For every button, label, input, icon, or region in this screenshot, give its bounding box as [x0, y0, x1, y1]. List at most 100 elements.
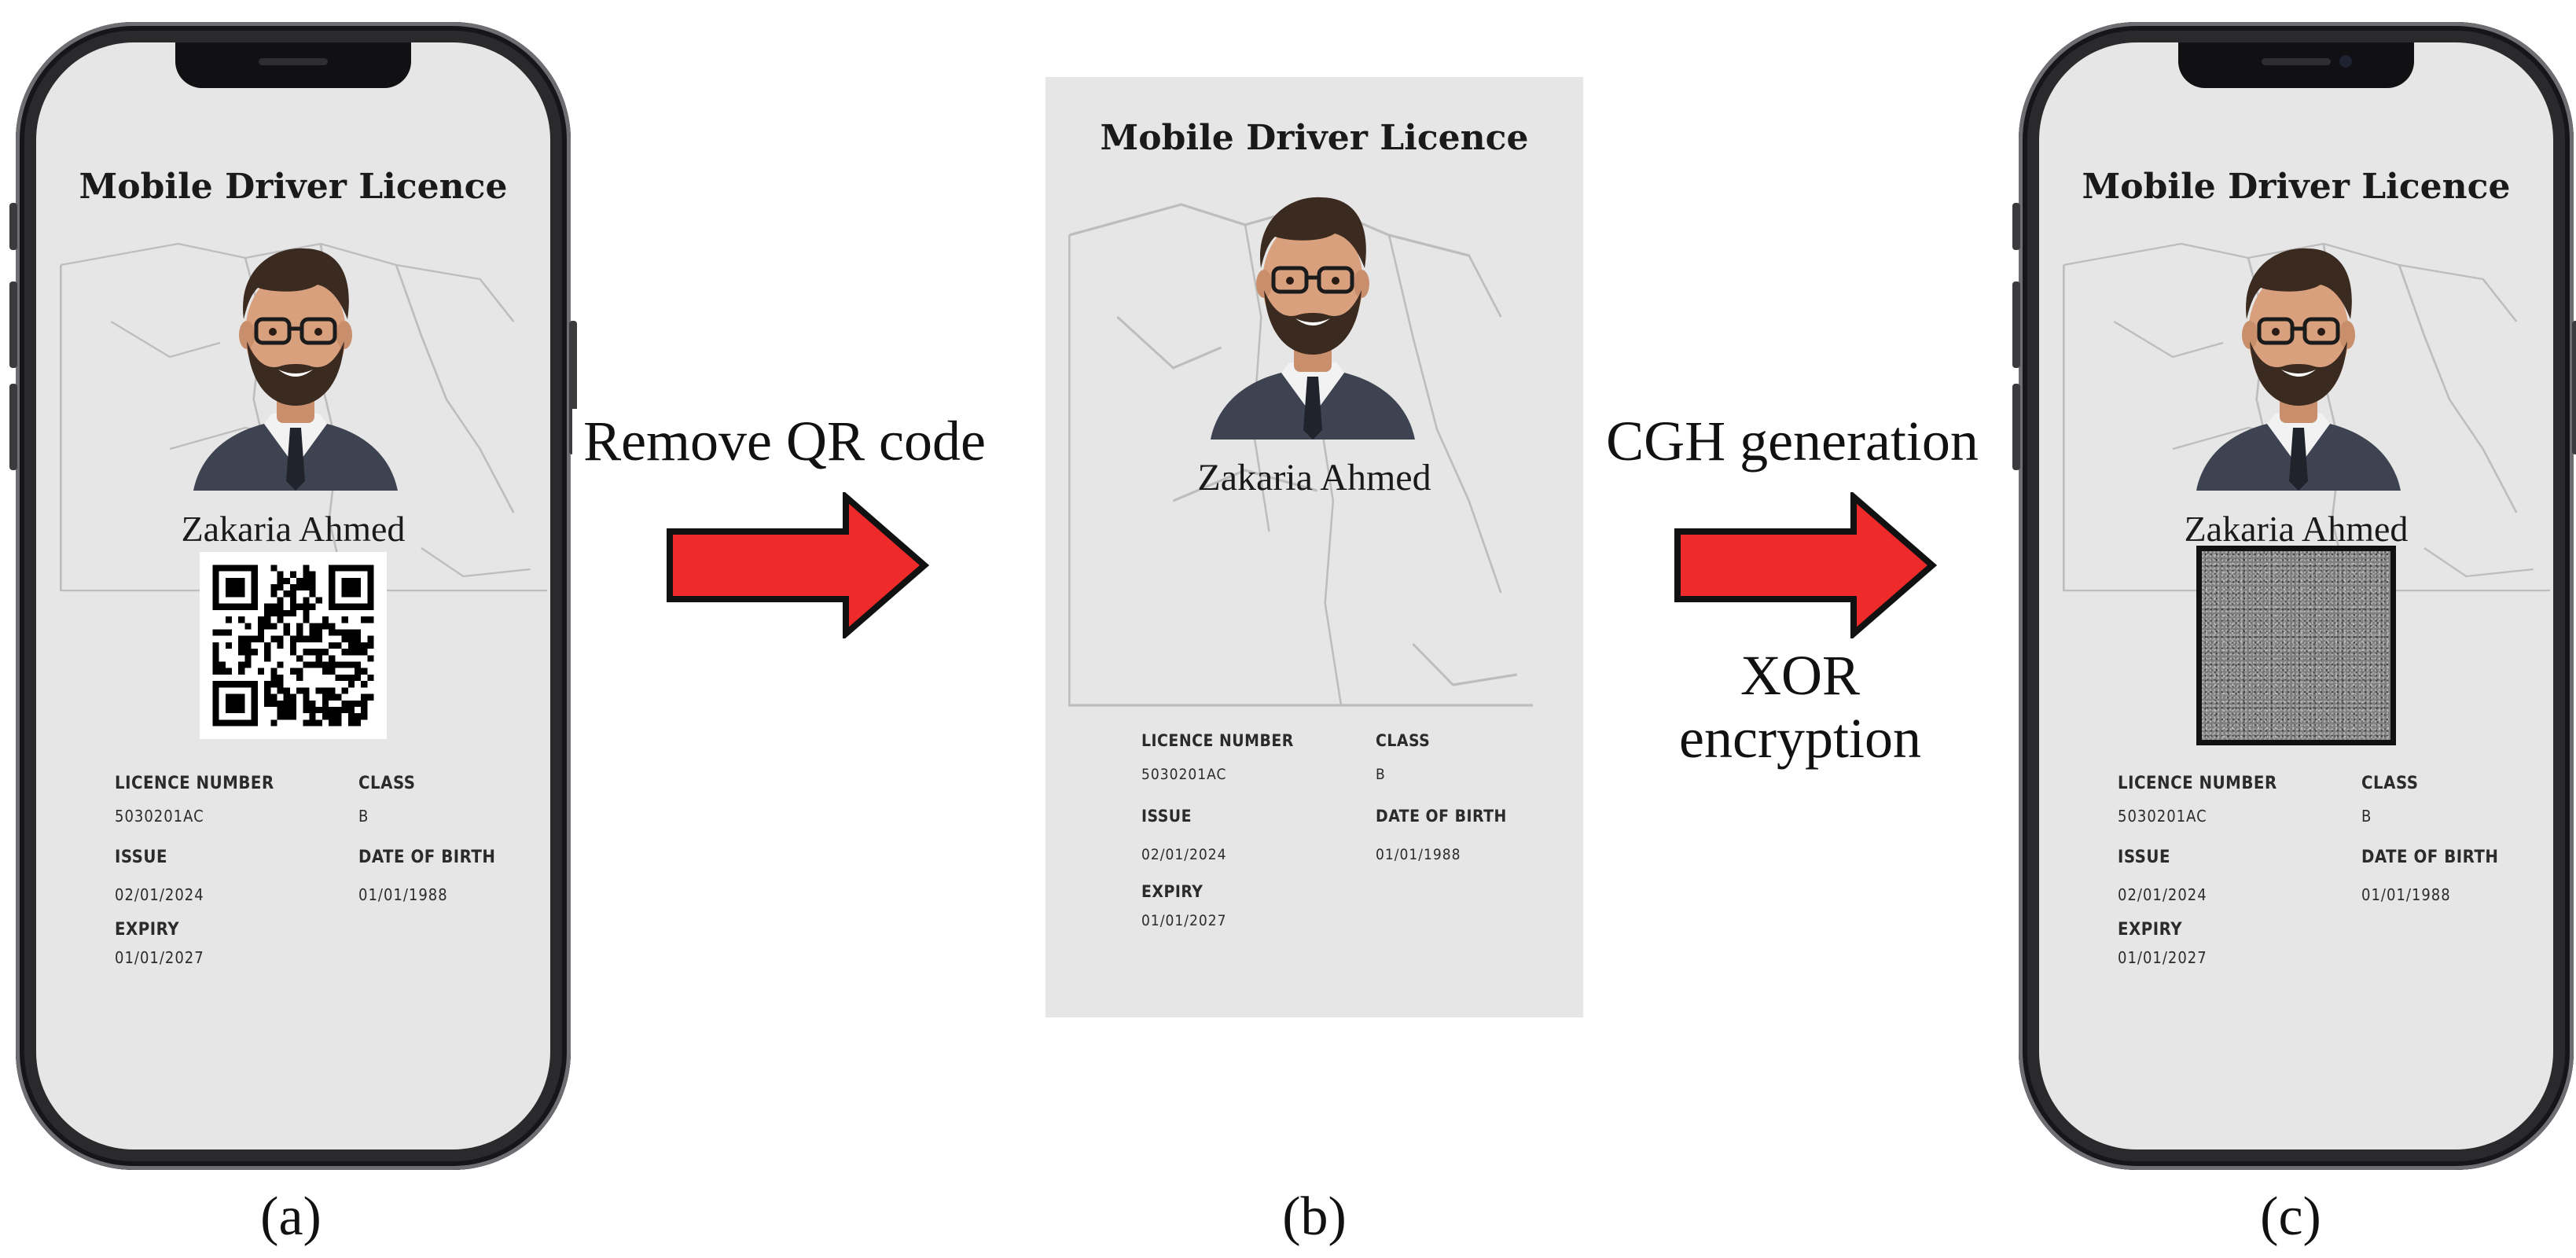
portrait-avatar [1211, 197, 1415, 440]
eye [2317, 328, 2325, 336]
dob-label: DATE OF BIRTH [358, 848, 496, 867]
map-border-line [1387, 234, 1502, 594]
map-border-line [1412, 642, 1517, 686]
expiry-label: EXPIRY [115, 920, 180, 940]
qr-code [200, 552, 387, 739]
class-value: B [358, 807, 369, 826]
face [1262, 218, 1363, 347]
glasses-right [2302, 317, 2340, 345]
map-border-line [2423, 547, 2534, 578]
smile [2281, 370, 2316, 377]
map-border-line [1244, 224, 1270, 532]
card-title: Mobile Driver Licence [1100, 118, 1529, 158]
step-cgh-generation-label: CGH generation [1596, 409, 1989, 474]
class-value: B [2361, 807, 2372, 826]
map-border-line [110, 321, 221, 359]
speaker [259, 58, 328, 65]
smile [278, 370, 313, 377]
volume-up-button [9, 281, 17, 368]
ear [2242, 321, 2258, 349]
eye [2272, 328, 2280, 336]
notch [2178, 42, 2414, 88]
licence-number-value: 5030201AC [115, 807, 204, 826]
ear [2339, 321, 2355, 349]
issue-label: ISSUE [2118, 848, 2170, 867]
licence-number-label: LICENCE NUMBER [115, 774, 274, 793]
class-value: B [1376, 766, 1386, 783]
class-label: CLASS [358, 774, 416, 793]
step-encryption-label: encryption [1651, 706, 1949, 771]
holder-name: Zakaria Ahmed [2184, 509, 2409, 549]
licence-number-label: LICENCE NUMBER [2118, 774, 2277, 793]
step-xor-label: XOR [1682, 643, 1918, 708]
issue-value: 02/01/2024 [2118, 885, 2207, 904]
right-arrow-icon [1674, 492, 1937, 638]
tie [286, 428, 305, 491]
jacket [2196, 424, 2401, 491]
eye [269, 328, 277, 336]
card-title: Mobile Driver Licence [79, 167, 508, 207]
hair [1260, 197, 1366, 268]
map-border-line [1068, 235, 1533, 707]
caption-a: (a) [260, 1186, 322, 1247]
glasses-left [254, 317, 292, 345]
map-border-line [2398, 264, 2518, 513]
face [245, 269, 346, 398]
jacket [1211, 373, 1415, 440]
hair [243, 248, 349, 319]
notch [175, 42, 411, 88]
qr-pattern [212, 565, 374, 726]
face [2248, 269, 2349, 398]
mute-switch [9, 203, 17, 250]
glasses-right [299, 317, 337, 345]
volume-down-button [9, 384, 17, 470]
glasses-left [2257, 317, 2295, 345]
expiry-value: 01/01/2027 [1141, 912, 1227, 929]
tie [1303, 377, 1322, 440]
eye [1332, 277, 1339, 285]
eye [1286, 277, 1294, 285]
class-label: CLASS [1376, 731, 1431, 750]
map-border-line [2113, 321, 2224, 359]
ear [1354, 270, 1369, 298]
map-border-line [395, 264, 515, 513]
ear [336, 321, 352, 349]
volume-up-button [2012, 281, 2020, 368]
map-border-line [1173, 469, 1317, 502]
smile [1295, 318, 1330, 326]
expiry-value: 01/01/2027 [115, 948, 204, 967]
mute-switch [2012, 203, 2020, 250]
expiry-value: 01/01/2027 [2118, 948, 2207, 967]
arrow-shape [1674, 492, 1937, 638]
jacket [193, 424, 398, 491]
licence-number-value: 5030201AC [2118, 807, 2207, 826]
arrow-shape [667, 492, 929, 638]
volume-down-button [2012, 384, 2020, 470]
right-arrow-icon [667, 492, 929, 638]
tie [2289, 428, 2308, 491]
map-border-line [1116, 315, 1222, 370]
expiry-label: EXPIRY [2118, 920, 2183, 940]
dob-value: 01/01/1988 [2361, 885, 2451, 904]
dob-value: 01/01/1988 [358, 885, 448, 904]
glasses-right [1317, 266, 1354, 294]
glasses-left [1271, 266, 1309, 294]
camera-icon [2339, 55, 2352, 68]
dob-value: 01/01/1988 [1376, 846, 1461, 863]
eye [314, 328, 322, 336]
expiry-label: EXPIRY [1141, 882, 1203, 901]
holder-name: Zakaria Ahmed [1197, 457, 1431, 498]
caption-b: (b) [1282, 1186, 1347, 1247]
portrait-avatar [193, 248, 398, 491]
speaker [2262, 58, 2331, 65]
issue-value: 02/01/2024 [1141, 846, 1227, 863]
dob-label: DATE OF BIRTH [2361, 848, 2499, 867]
class-label: CLASS [2361, 774, 2419, 793]
